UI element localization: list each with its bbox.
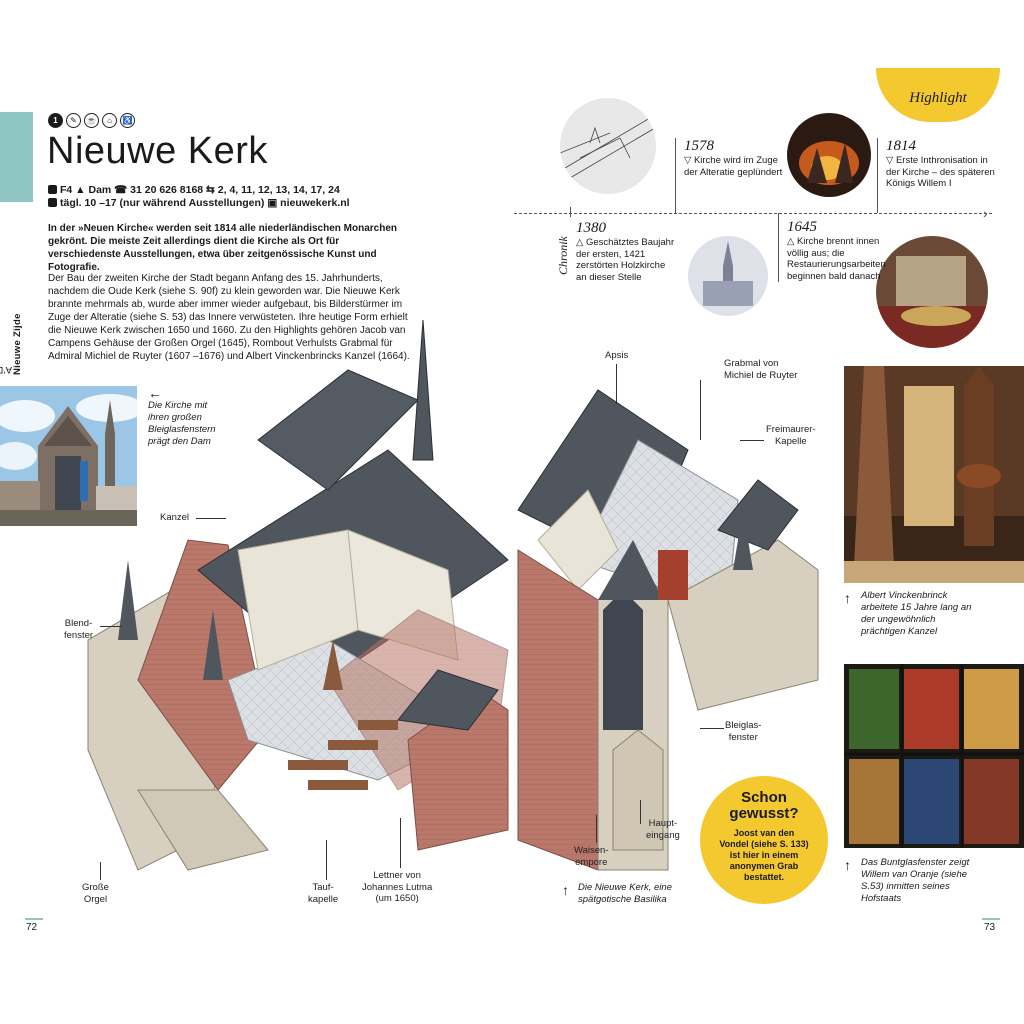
map-pin-icon — [48, 185, 57, 194]
timeline-event-1578: 1578 ▽ Kirche wird im Zuge der Alteratie… — [675, 138, 784, 213]
label-haupteingang: Haupt- eingang — [646, 818, 680, 841]
arrow-up-icon: ↑ — [844, 857, 851, 873]
arrow-left-icon: ← — [148, 385, 162, 401]
label-kanzel: Kanzel — [160, 512, 190, 523]
arrow-up-icon: ↑ — [562, 882, 569, 898]
number-one-icon: 1 — [48, 113, 63, 128]
info-line-1: F4 ▲ Dam ☎ 31 20 626 8168 ⇆ 2, 4, 11, 12… — [60, 184, 340, 196]
page-number-left: 72 — [26, 922, 38, 933]
timeline-event-1814: 1814 ▽ Erste Inthronisation in der Kirch… — [877, 138, 998, 213]
timeline-image-fire — [787, 113, 871, 197]
highlight-badge: Highlight — [876, 68, 1000, 122]
side-label: A'DAM ERLEBEN Nieuwe Zijde — [0, 215, 28, 375]
label-grabmal: Grabmal von Michiel de Ruyter — [724, 358, 798, 381]
photo-caption: ← Die Kirche mit ihren großen Bleiglasfe… — [148, 386, 223, 448]
label-waisenempore: Waisen- empore — [574, 845, 609, 868]
main-caption-text: Die Nieuwe Kerk, eine spätgotische Basil… — [578, 882, 672, 905]
church-exterior-photo — [0, 386, 137, 526]
label-bleiglasfenster: Bleiglas- fenster — [725, 720, 762, 743]
body-text: Der Bau der zweiten Kirche der Stadt beg… — [48, 273, 410, 362]
stained-glass-photo — [844, 664, 1024, 848]
photo-caption-text: Die Kirche mit ihren großen Bleiglasfens… — [148, 400, 216, 447]
cafe-icon: ☕ — [84, 113, 99, 128]
kanzel-caption: ↑ Albert Vinckenbrinck arbeitete 15 Jahr… — [844, 590, 972, 637]
feature-icons: 1 ✎ ☕ ⌂ ♿ — [48, 113, 135, 128]
timeline-event-1380: 1380 △ Geschätztes Baujahr der ersten, 1… — [576, 220, 675, 283]
label-lettner: Lettner von Johannes Lutma (um 1650) — [362, 870, 433, 904]
kanzel-photo — [844, 366, 1024, 583]
timeline-label: Chronik — [556, 236, 570, 275]
label-apsis: Apsis — [605, 350, 629, 361]
arrow-up-icon: ↑ — [844, 590, 851, 606]
fenster-caption: ↑ Das Buntglasfenster zeigt Willem van O… — [844, 857, 970, 904]
intro-text: In der »Neuen Kirche« werden seit 1814 a… — [48, 223, 398, 273]
page-number-right: 73 — [984, 922, 996, 933]
timeline-line — [514, 213, 992, 214]
section-tab — [0, 112, 33, 202]
timeline-arrow-icon: › — [983, 205, 988, 221]
timeline-event-1645: 1645 △ Kirche brennt innen völlig aus; d… — [778, 213, 887, 282]
did-you-know-badge: Schon gewusst? Joost van den Vondel (sie… — [700, 776, 828, 904]
did-you-know-title: Schon gewusst? — [729, 789, 799, 822]
info-line-2: tägl. 10 –17 (nur während Ausstellungen)… — [60, 197, 350, 209]
wheelchair-icon: ♿ — [120, 113, 135, 128]
shop-icon: ⌂ — [102, 113, 117, 128]
side-area: Nieuwe Zijde — [12, 313, 23, 375]
label-freimaurer: Freimaurer- Kapelle — [766, 424, 816, 447]
church-cutaway-illustration — [87, 319, 819, 871]
did-you-know-text: Joost van den Vondel (siehe S. 133) ist … — [719, 828, 809, 882]
side-section: A'DAM ERLEBEN — [0, 364, 12, 375]
label-taufkapelle: Tauf- kapelle — [308, 882, 339, 905]
main-caption: ↑ Die Nieuwe Kerk, eine spätgotische Bas… — [562, 882, 692, 906]
clock-icon — [48, 198, 57, 207]
timeline-image-church-sketch — [688, 236, 768, 316]
label-blendfenster: Blend- fenster — [64, 618, 94, 641]
timeline-image-inauguration — [876, 236, 988, 348]
info-block: F4 ▲ Dam ☎ 31 20 626 8168 ⇆ 2, 4, 11, 12… — [48, 184, 368, 210]
label-grosse-orgel: Große Orgel — [82, 882, 109, 905]
timeline-image-1 — [560, 98, 656, 194]
page-title: Nieuwe Kerk — [47, 130, 268, 172]
leaf-icon: ✎ — [66, 113, 81, 128]
